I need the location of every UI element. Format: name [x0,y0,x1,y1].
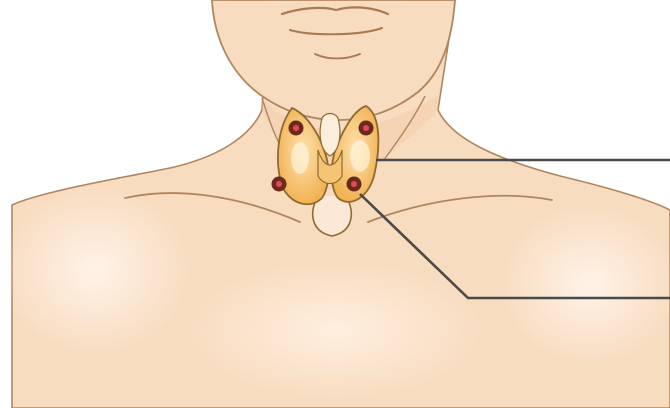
thyroid-left-highlight [291,142,309,174]
parathyroid-upper-right [359,121,374,136]
left-shoulder-highlight [0,185,190,355]
parathyroid-lower-left [272,177,287,192]
parathyroid-upper-left [289,121,304,136]
parathyroid-lower-right [347,177,362,192]
thyroid-right-highlight [350,140,370,172]
chest-highlight [185,260,485,400]
